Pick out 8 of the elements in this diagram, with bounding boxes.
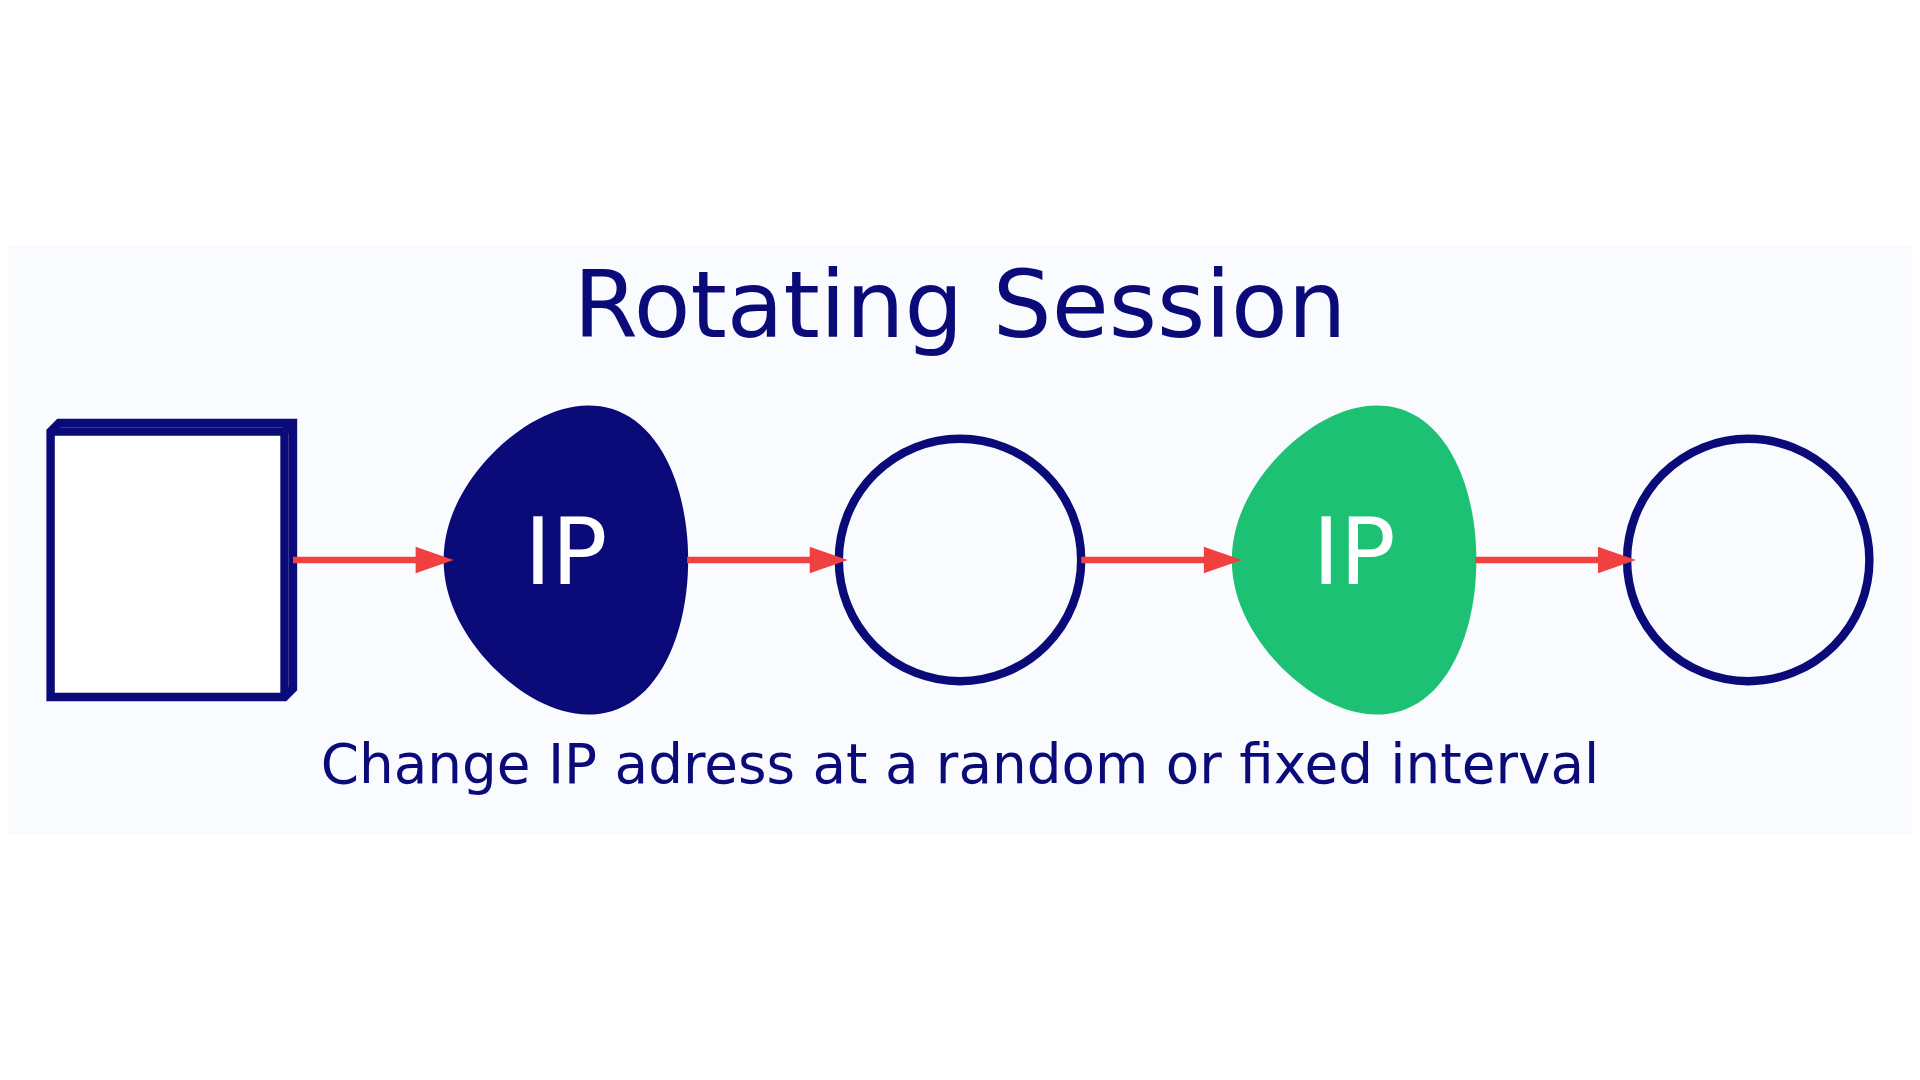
arrow [293, 546, 454, 574]
caption: Change IP adress at a random or fixed interval [320, 732, 1600, 796]
arrow [687, 546, 848, 574]
node-circle [834, 434, 1086, 686]
arrow [1081, 546, 1242, 574]
diagram-title: Rotating Session [573, 251, 1347, 360]
node-circle [1622, 434, 1874, 686]
arrow [1475, 546, 1636, 574]
